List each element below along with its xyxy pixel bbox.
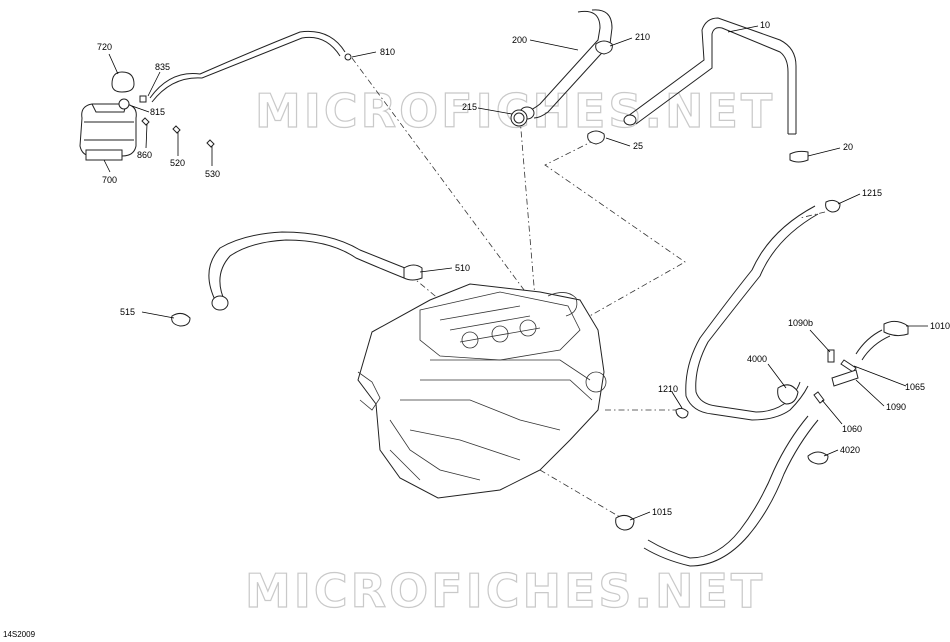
clamp-215 [510, 109, 528, 127]
hose-lower-right [643, 415, 819, 567]
engine-assembly [357, 283, 607, 499]
clamp-25 [587, 130, 605, 145]
callout-530: 530 [205, 169, 220, 179]
callout-1215: 1215 [862, 188, 882, 198]
clamp-515 [171, 312, 191, 327]
clamp-210 [595, 40, 613, 55]
callout-515: 515 [120, 307, 135, 317]
diagram-code: 14S2009 [3, 630, 36, 639]
tee-1090 [831, 369, 859, 387]
callout-215: 215 [462, 102, 477, 112]
callout-810: 810 [380, 47, 395, 57]
clamp-1210 [675, 407, 689, 419]
coolant-tank-700 [79, 103, 137, 161]
clamp-510 [403, 264, 423, 281]
callout-720: 720 [97, 42, 112, 52]
callout-4020: 4020 [840, 445, 860, 455]
callout-815: 815 [150, 107, 165, 117]
assembly-lines [351, 57, 826, 521]
clamp-4000 [777, 384, 799, 405]
callout-835: 835 [155, 62, 170, 72]
small-parts-reservoir [118, 95, 215, 148]
hose-10 [623, 17, 797, 135]
fitting-1090b [827, 349, 835, 363]
clamp-1015 [615, 514, 635, 531]
callout-1210: 1210 [658, 384, 678, 394]
hose-510 [208, 231, 411, 311]
callout-labels: 720 835 815 700 860 520 530 810 200 210 … [97, 20, 950, 517]
watermark-top: MICROFICHES.NET [255, 84, 775, 138]
callout-510: 510 [455, 263, 470, 273]
leader-lines [103, 25, 928, 521]
watermark-bottom: MICROFICHES.NET [245, 564, 765, 618]
callout-1065: 1065 [905, 382, 925, 392]
clamp-4020 [807, 451, 829, 465]
clamp-1215 [825, 199, 841, 213]
hose-1010 [855, 320, 909, 361]
callout-20: 20 [843, 142, 853, 152]
callout-520: 520 [170, 158, 185, 168]
callout-1060: 1060 [842, 424, 862, 434]
hose-long-right [685, 205, 819, 421]
callout-200: 200 [512, 35, 527, 45]
fitting-1065 [840, 359, 857, 373]
callout-10: 10 [760, 20, 770, 30]
callout-210: 210 [635, 32, 650, 42]
callout-700: 700 [102, 175, 117, 185]
callout-1090b: 1090b [788, 318, 813, 328]
callout-25: 25 [633, 141, 643, 151]
callout-1015: 1015 [652, 507, 672, 517]
overflow-hose [149, 30, 352, 103]
callout-1090: 1090 [886, 402, 906, 412]
callout-1010: 1010 [930, 321, 950, 331]
callout-860: 860 [137, 150, 152, 160]
callout-4000: 4000 [747, 354, 767, 364]
fitting-1060 [813, 391, 825, 404]
cap-20 [789, 150, 809, 163]
reservoir-cap-720 [111, 71, 135, 93]
